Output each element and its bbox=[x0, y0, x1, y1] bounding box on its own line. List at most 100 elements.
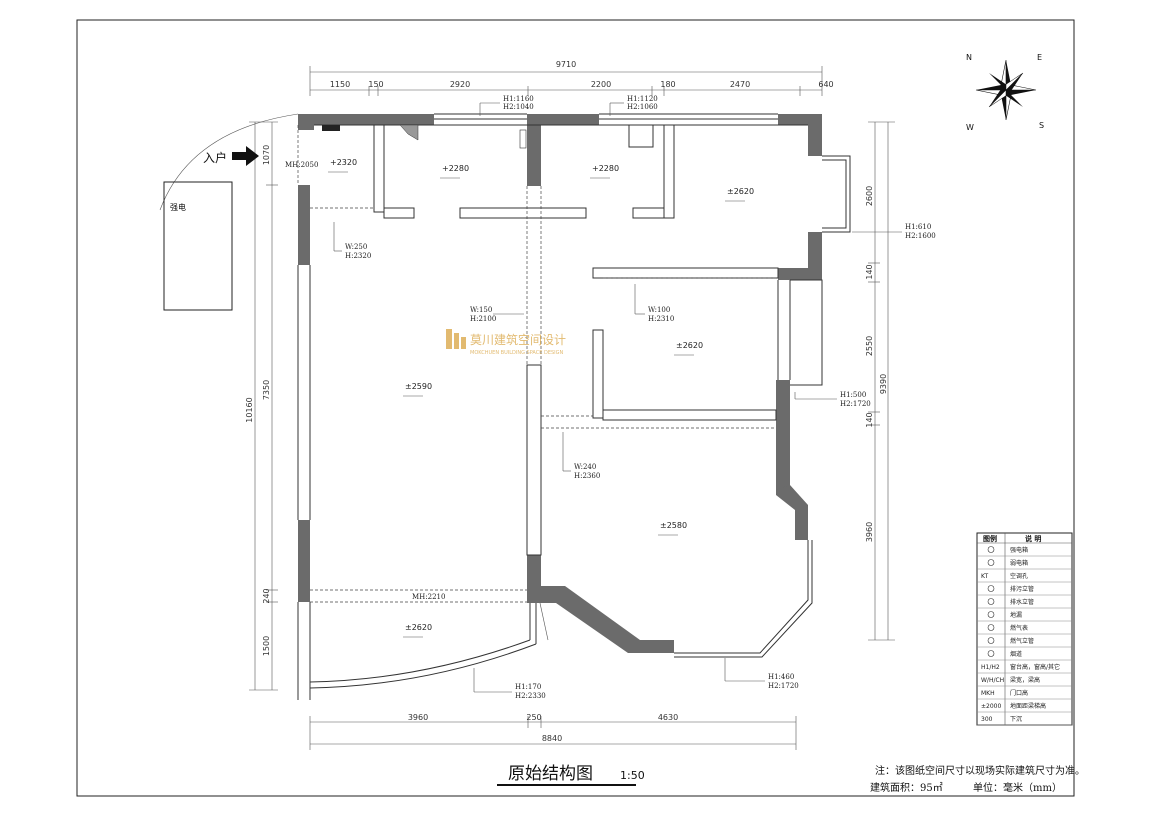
right-window2-h1: H1:500 bbox=[840, 391, 866, 399]
beam1-height: H:2320 bbox=[345, 252, 371, 260]
bottom-window2-h2: H2:1720 bbox=[768, 682, 799, 690]
bottom-dim-3: 4630 bbox=[658, 713, 678, 722]
bottom-dim-1: 3960 bbox=[408, 713, 428, 722]
legend-label: 窗台高，窗高/其它 bbox=[1010, 663, 1060, 671]
top-total-dim: 9710 bbox=[556, 60, 576, 69]
level-mark: +2320 bbox=[330, 158, 357, 167]
top-dim-3: 2920 bbox=[450, 80, 470, 89]
legend-label: 排水立管 bbox=[1010, 598, 1034, 606]
right-dim-2: 140 bbox=[865, 264, 874, 279]
legend-symbol: 300 bbox=[981, 716, 993, 723]
right-dimensions: 2600 140 2550 140 3960 9390 bbox=[865, 121, 895, 641]
legend-label: 强电箱 bbox=[1010, 546, 1028, 554]
bottom-dimensions: 3960 250 4630 8840 bbox=[309, 713, 797, 750]
right-total-dim: 9390 bbox=[879, 374, 888, 394]
legend-symbol: KT bbox=[981, 573, 988, 580]
beam4-width: W:240 bbox=[574, 463, 596, 471]
right-window1-h1: H1:610 bbox=[905, 223, 931, 231]
legend-label: 梁宽，梁高 bbox=[1010, 676, 1040, 684]
legend-label: 空调孔 bbox=[1010, 572, 1028, 580]
level-mark: ±2580 bbox=[660, 521, 687, 530]
legend-header-symbol: 图例 bbox=[983, 534, 997, 543]
level-mark: ±2590 bbox=[405, 382, 432, 391]
beam4-height: H:2360 bbox=[574, 472, 600, 480]
legend-symbol: MKH bbox=[981, 690, 995, 697]
right-window1-h2: H2:1600 bbox=[905, 232, 936, 240]
drawing-title: 原始结构图 bbox=[508, 764, 593, 784]
left-dimensions: 10160 1070 7350 240 1500 bbox=[245, 121, 278, 691]
legend-symbol-icon bbox=[987, 546, 995, 553]
footer-area: 建筑面积：95㎡ bbox=[870, 781, 943, 794]
right-dim-5: 3960 bbox=[865, 522, 874, 542]
left-total-dim: 10160 bbox=[245, 397, 254, 422]
bottom-window1-h1: H1:170 bbox=[515, 683, 541, 691]
sheet-frame bbox=[76, 19, 1075, 797]
legend-symbol-icon bbox=[987, 611, 995, 618]
beam2-height: H:2100 bbox=[470, 315, 496, 323]
entry-door-height: MH:2050 bbox=[285, 161, 318, 169]
left-dim-3: 240 bbox=[262, 588, 271, 603]
floor-levels: +2320 +2280 +2280 ±2620 ±2590 ±2620 ±258… bbox=[328, 158, 754, 638]
legend-symbol-icon bbox=[987, 650, 995, 657]
beam2-width: W:150 bbox=[470, 306, 492, 314]
right-dim-4: 140 bbox=[865, 412, 874, 427]
compass-icon: N E S W bbox=[966, 53, 1044, 132]
level-mark: ±2620 bbox=[405, 623, 432, 632]
top-dimensions: 9710 1150 150 2920 2200 180 2470 640 bbox=[309, 60, 834, 96]
walls bbox=[298, 114, 822, 653]
legend-label: 燃气立管 bbox=[1010, 637, 1034, 645]
compass-s: S bbox=[1039, 121, 1044, 130]
annotations: H1:1160 H2:1040 H1:1120 H2:1060 MH:2050 … bbox=[285, 95, 936, 700]
legend-header-desc: 说 明 bbox=[1025, 534, 1041, 543]
level-mark: ±2620 bbox=[676, 341, 703, 350]
beam3-width: W:100 bbox=[648, 306, 670, 314]
top-dim-2: 150 bbox=[368, 80, 383, 89]
legend-label: 燃气表 bbox=[1010, 624, 1028, 632]
logo-name-en: MOKCHUEN BUILDING SPACE DESIGN bbox=[470, 350, 564, 356]
legend-label: 下沉 bbox=[1010, 715, 1022, 723]
legend-label: 地面距梁梯高 bbox=[1010, 702, 1046, 710]
legend-symbol-icon bbox=[987, 559, 995, 566]
right-dim-1: 2600 bbox=[865, 186, 874, 206]
right-dim-3: 2550 bbox=[865, 336, 874, 356]
logo-watermark: 莫川建筑空间设计 MOKCHUEN BUILDING SPACE DESIGN bbox=[446, 329, 566, 356]
legend-label: 弱电箱 bbox=[1010, 559, 1028, 567]
top-dim-1: 1150 bbox=[330, 80, 350, 89]
electric-box-label: 强电 bbox=[170, 202, 186, 212]
top-dim-7: 640 bbox=[818, 80, 833, 89]
top-window1-h2: H2:1040 bbox=[503, 103, 534, 111]
level-mark: +2280 bbox=[442, 164, 469, 173]
top-window2-h1: H1:1120 bbox=[627, 95, 658, 103]
compass-e: E bbox=[1037, 53, 1042, 62]
left-dim-2: 7350 bbox=[262, 380, 271, 400]
top-window2-h2: H2:1060 bbox=[627, 103, 658, 111]
top-window1-h1: H1:1160 bbox=[503, 95, 534, 103]
compass-n: N bbox=[966, 53, 972, 62]
beam1-width: W:250 bbox=[345, 243, 367, 251]
left-dim-1: 1070 bbox=[262, 145, 271, 165]
level-mark: ±2620 bbox=[727, 187, 754, 196]
top-dim-4: 2200 bbox=[591, 80, 611, 89]
logo-name-cn: 莫川建筑空间设计 bbox=[470, 332, 566, 347]
bottom-window2-h1: H1:460 bbox=[768, 673, 794, 681]
entry-arrow-icon bbox=[232, 146, 259, 166]
entry-label: 入户 bbox=[203, 150, 227, 165]
legend-label: 门口高 bbox=[1010, 689, 1028, 697]
legend-label: 地漏 bbox=[1010, 611, 1022, 619]
footer-unit: 单位：毫米（mm） bbox=[973, 781, 1062, 794]
balcony-door-height: MH:2210 bbox=[412, 593, 445, 601]
legend-symbol-icon bbox=[987, 598, 995, 605]
legend-symbol-icon bbox=[987, 637, 995, 644]
footer-note: 注：该图纸空间尺寸以现场实际建筑尺寸为准。 bbox=[875, 764, 1085, 777]
legend-label: 排污立管 bbox=[1010, 585, 1034, 593]
legend-symbol: ±2000 bbox=[981, 703, 1001, 710]
bottom-total-dim: 8840 bbox=[542, 734, 562, 743]
legend-symbol: W/H/CH bbox=[981, 677, 1004, 684]
electric-box bbox=[163, 181, 233, 311]
drawing-scale: 1:50 bbox=[620, 769, 645, 782]
interior-lines bbox=[159, 113, 851, 700]
top-dim-5: 180 bbox=[660, 80, 675, 89]
